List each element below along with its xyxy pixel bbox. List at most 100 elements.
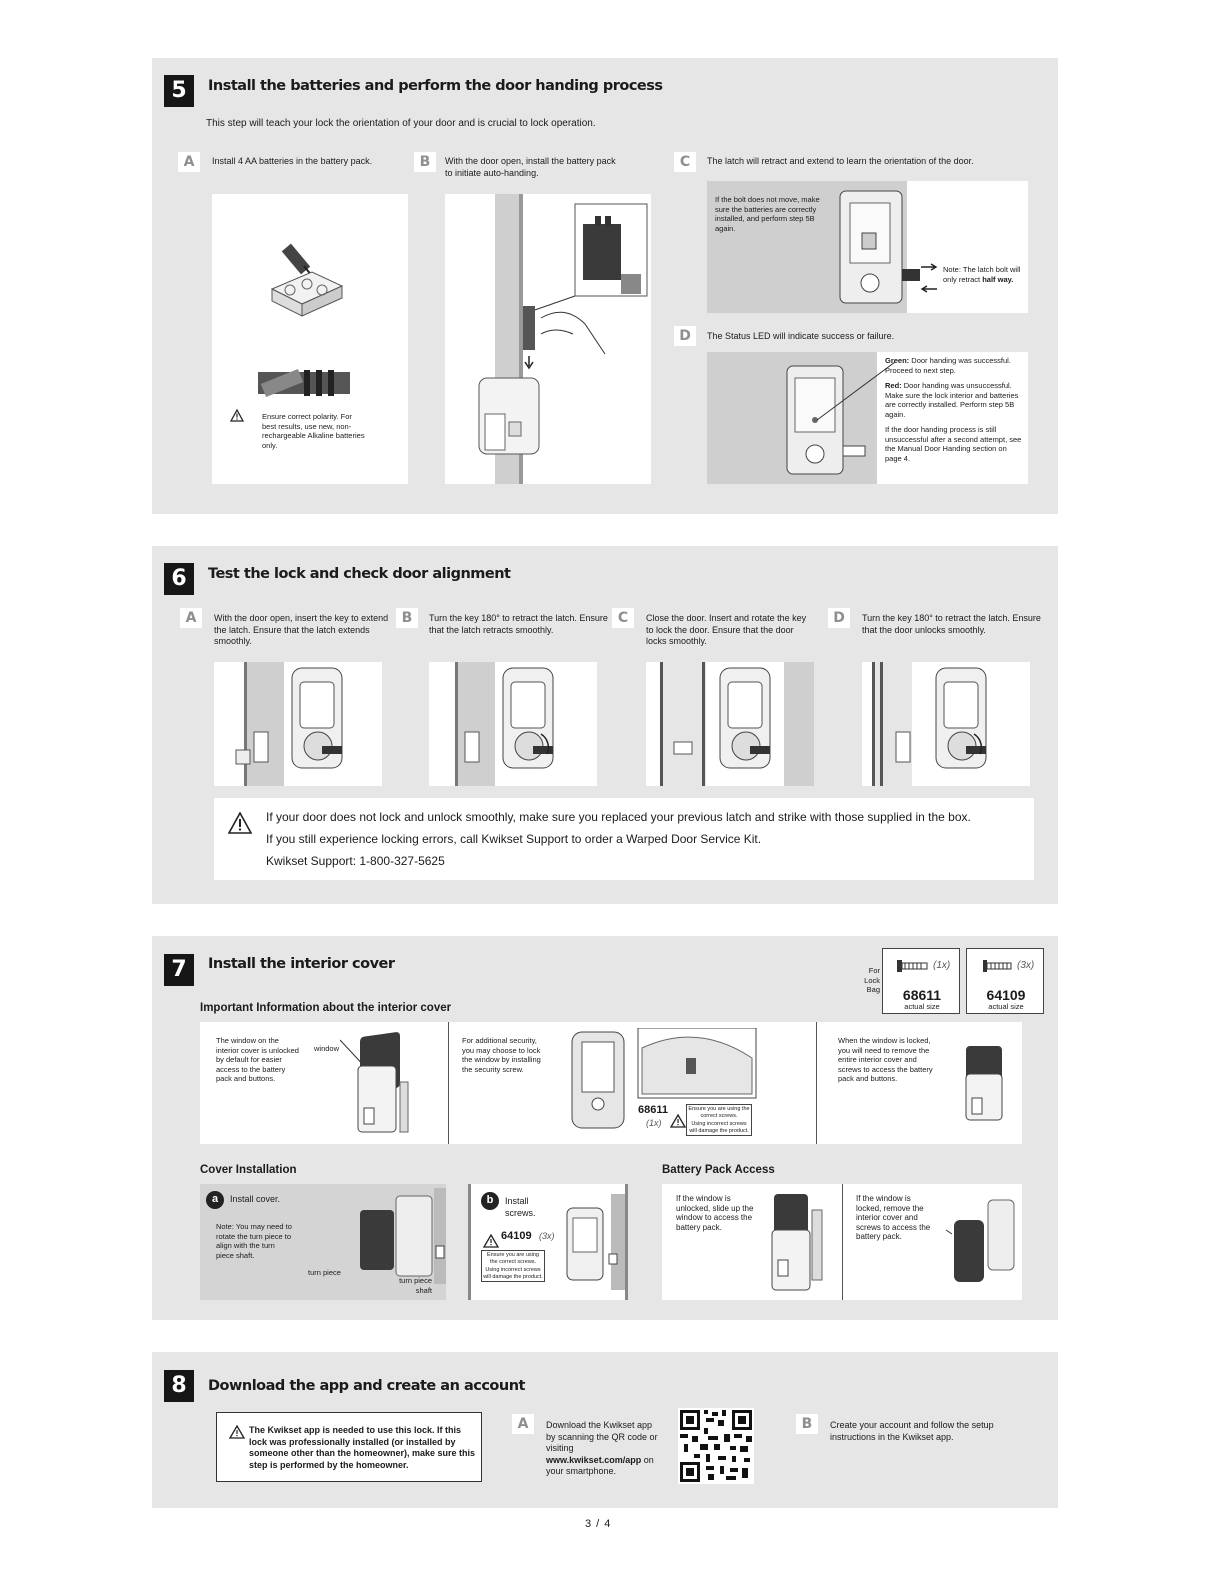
step5-d-notes: Green: Door handing was successful. Proc… [885, 356, 1025, 463]
locked-text: When the window is locked, you will need… [838, 1036, 933, 1083]
info-divider [816, 1022, 817, 1144]
step5-d-image: Green: Door handing was successful. Proc… [707, 352, 1028, 484]
step6-c-text: Close the door. Insert and rotate the ke… [646, 613, 807, 646]
screw-68611-size: actual size [904, 1002, 940, 1011]
step8-a-text: Download the Kwikset app by scanning the… [546, 1420, 662, 1478]
battery-locked-text: If the window is locked, remove the inte… [856, 1194, 931, 1241]
step5-d-text: The Status LED will indicate success or … [707, 331, 895, 341]
step6-warning-box: If your door does not lock and unlock sm… [214, 798, 1034, 880]
info-divider [448, 1022, 449, 1144]
warning-icon [670, 1114, 686, 1128]
cover-b-warn-box: Ensure you are using the correct screws.… [481, 1250, 545, 1282]
red-label: Red: [885, 381, 902, 390]
step5-c-image: If the bolt does not move, make sure the… [707, 181, 1028, 313]
turn-piece-shaft-label: turn piece shaft [399, 1276, 432, 1295]
step7-section: 7 Install the interior cover For Lock Ba… [152, 936, 1058, 1320]
cover-b-warn1: Ensure you are using the correct screws. [487, 1252, 539, 1265]
step6-b-image [429, 662, 597, 786]
step6-c-image [646, 662, 814, 786]
cover-b-text: Install screws. [505, 1196, 536, 1218]
warning-icon [483, 1234, 499, 1248]
battery-divider [842, 1184, 843, 1300]
step6-warning-line2: If you still experience locking errors, … [266, 832, 762, 846]
screw-68611-qty: (1x) [933, 960, 951, 971]
window-label: window [314, 1044, 340, 1053]
qr-code[interactable] [678, 1408, 754, 1484]
warning-icon [228, 812, 252, 834]
cover-b-box: b Install screws. 64109 (3x) Ensure you … [468, 1184, 628, 1300]
step6-d-image [862, 662, 1030, 786]
important-heading: Important Information about the interior… [200, 1002, 452, 1014]
screw-64109-qty: (3x) [1017, 960, 1035, 971]
warning-icon [230, 409, 244, 422]
lock-keypad-illustration [660, 662, 814, 786]
cover-a-text: Install cover. [230, 1194, 281, 1204]
battery-heading: Battery Pack Access [662, 1164, 775, 1176]
step8-title: Download the app and create an account [208, 1378, 525, 1394]
window-text: The window on the interior cover is unlo… [216, 1036, 299, 1083]
step6-b-letter: B [396, 608, 418, 628]
step5-c-letter: C [674, 152, 696, 172]
lock-keypad-illustration [235, 662, 343, 786]
step6-title: Test the lock and check door alignment [208, 566, 511, 582]
latch-note-text: Note: The latch bolt will only retract [943, 265, 1021, 284]
step6-d-text: Turn the key 180° to retract the latch. … [862, 613, 1041, 635]
lock-keypad-illustration [872, 662, 987, 786]
cover-screws-illustration [566, 1194, 625, 1290]
step5-b-text: With the door open, install the battery … [445, 156, 616, 178]
screw-64109-size: actual size [988, 1002, 1024, 1011]
step5-c-latch-note: Note: The latch bolt will only retract h… [943, 265, 1025, 284]
cover-window-illustration [340, 1032, 409, 1133]
slide-window-illustration [771, 1194, 823, 1291]
step5-b-image [445, 194, 651, 484]
important-info-box: The window on the interior cover is unlo… [200, 1022, 1022, 1144]
battery-pack-illustration [258, 243, 350, 397]
green-text: Door handing was successful. Proceed to … [885, 356, 1011, 375]
step8-number: 8 [164, 1370, 194, 1402]
lock-keypad-illustration [455, 662, 554, 786]
red-text: Door handing was unsuccessful. Make sure… [885, 381, 1019, 419]
screw-icon [897, 960, 928, 972]
step8-b-text: Create your account and follow the setup… [830, 1420, 994, 1442]
step8-b-letter: B [796, 1414, 818, 1434]
cover-b-warn2: Using incorrect screws will damage the p… [483, 1267, 543, 1280]
security-qty: (1x) [646, 1118, 662, 1128]
cover-b-badge: b [481, 1192, 499, 1210]
step6-number: 6 [164, 563, 194, 595]
step8-section: 8 Download the app and create an account… [152, 1352, 1058, 1508]
step6-c-letter: C [612, 608, 634, 628]
step5-number: 5 [164, 75, 194, 107]
step8-warning: The Kwikset app is needed to use this lo… [249, 1425, 476, 1470]
step5-title: Install the batteries and perform the do… [208, 78, 663, 94]
step6-support-line: Kwikset Support: 1-800-327-5625 [266, 854, 445, 868]
green-label: Green: [885, 356, 910, 365]
red-note: Red: Door handing was unsuccessful. Make… [885, 381, 1025, 419]
step6-section: 6 Test the lock and check door alignment… [152, 546, 1058, 904]
cover-b-qty: (3x) [539, 1231, 555, 1241]
step5-a-letter: A [178, 152, 200, 172]
step5-section: 5 Install the batteries and perform the … [152, 58, 1058, 514]
step8-a-text1: Download the Kwikset app by scanning the… [546, 1420, 658, 1453]
lock-bag-label: For Lock Bag [864, 966, 880, 994]
kwikset-app-link[interactable]: www.kwikset.com/app [546, 1454, 642, 1465]
step6-warning-line1: If your door does not lock and unlock sm… [266, 810, 971, 824]
step5-b-letter: B [414, 152, 436, 172]
green-note: Green: Door handing was successful. Proc… [885, 356, 1025, 375]
security-screw-illustration [571, 1028, 757, 1129]
cover-closed-illustration [965, 1046, 1003, 1121]
cover-a-box: a Install cover. Note: You may need to r… [200, 1184, 446, 1300]
security-part: 68611 [638, 1104, 668, 1116]
screw-64109-box: (3x) 64109 actual size [966, 948, 1044, 1014]
step6-a-text: With the door open, insert the key to ex… [214, 613, 389, 646]
step5-c-bolt-note: If the bolt does not move, make sure the… [715, 195, 820, 233]
battery-unlocked-text: If the window is unlocked, slide up the … [676, 1194, 754, 1232]
step8-warning-box: The Kwikset app is needed to use this lo… [216, 1412, 482, 1482]
step6-d-letter: D [828, 608, 850, 628]
step5-d-letter: D [674, 326, 696, 346]
step8-a-letter: A [512, 1414, 534, 1434]
cover-b-part: 64109 [501, 1230, 532, 1242]
latch-note-bold: half way. [982, 274, 1014, 284]
screw-64109-part: 64109 [986, 987, 1026, 1003]
status-led-illustration [786, 361, 896, 475]
step6-b-text: Turn the key 180° to retract the latch. … [429, 613, 608, 635]
